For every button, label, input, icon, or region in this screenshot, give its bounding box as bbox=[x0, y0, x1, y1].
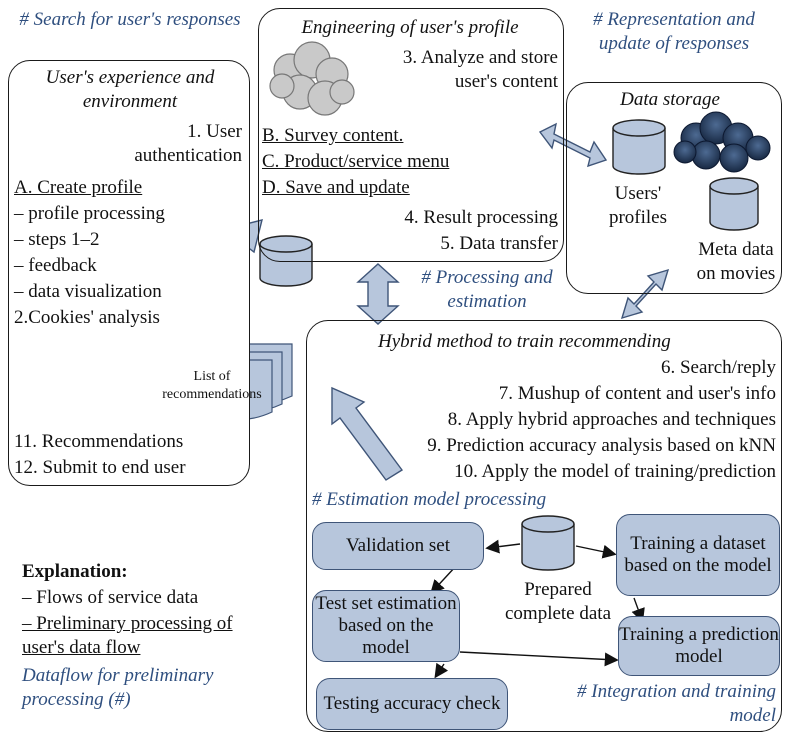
feedback-item: – feedback bbox=[14, 255, 97, 276]
step-5-data-transfer: 5. Data transfer bbox=[440, 233, 558, 254]
arrow-validation-to-test bbox=[430, 565, 457, 595]
meta-data-database-icon bbox=[709, 177, 759, 231]
step-6-search-reply: 6. Search/reply bbox=[660, 357, 776, 378]
validation-set-box: Validation set bbox=[312, 522, 484, 570]
step-1-user-authentication: 1. User authentication bbox=[134, 121, 242, 166]
testing-accuracy-box: Testing accuracy check bbox=[316, 678, 508, 730]
step-11-recommendations: 11. Recommendations bbox=[14, 431, 184, 452]
training-dataset-text: Training a dataset based on the model bbox=[624, 533, 772, 576]
testing-accuracy-text: Testing accuracy check bbox=[323, 693, 501, 714]
users-profiles-label: Users' profiles bbox=[608, 183, 668, 228]
step-12-submit: 12. Submit to end user bbox=[14, 457, 186, 478]
data-visualization-item: – data visualization bbox=[14, 281, 162, 302]
step-4-result-processing: 4. Result processing bbox=[404, 207, 558, 228]
step-9-prediction-accuracy: 9. Prediction accuracy analysis based on… bbox=[427, 435, 776, 456]
profile-engineering-box bbox=[258, 8, 564, 262]
user-experience-box bbox=[8, 60, 250, 486]
validation-set-text: Validation set bbox=[346, 535, 450, 556]
cloud-icon bbox=[269, 41, 355, 116]
storm-cloud-icon bbox=[673, 111, 771, 173]
storage-box-title: Data storage bbox=[620, 89, 720, 110]
create-profile-item: A. Create profile bbox=[14, 177, 143, 198]
arrow-hybrid-to-list bbox=[331, 386, 404, 481]
product-service-menu-item: C. Product/service menu bbox=[262, 151, 450, 172]
users-profiles-database-icon bbox=[612, 119, 666, 175]
training-prediction-model-box: Training a prediction model bbox=[618, 616, 780, 676]
training-dataset-box: Training a dataset based on the model bbox=[616, 514, 780, 596]
profile-processing-item: – profile processing bbox=[14, 203, 165, 224]
prepared-data-label: Prepared complete data bbox=[504, 579, 612, 624]
step-8-hybrid-approaches: 8. Apply hybrid approaches and technique… bbox=[447, 409, 776, 430]
steps-item: – steps 1–2 bbox=[14, 229, 100, 250]
integration-training-label: # Integration and training model bbox=[577, 681, 776, 726]
hybrid-method-box bbox=[306, 320, 782, 732]
arrow-data-to-training bbox=[575, 544, 617, 559]
representation-label: # Representation and update of responses bbox=[593, 9, 755, 54]
save-and-update-item: D. Save and update bbox=[262, 177, 410, 198]
explanation-dataflow: Dataflow for preliminary processing (#) bbox=[22, 665, 214, 710]
search-responses-label: # Search for user's responses bbox=[19, 9, 241, 30]
arrow-test-to-model bbox=[459, 651, 619, 667]
meta-data-label: Meta data on movies bbox=[696, 239, 776, 284]
arrow-test-to-accuracy bbox=[434, 662, 449, 679]
arrow-data-to-validation bbox=[485, 539, 521, 554]
user-box-title: User's experience and environment bbox=[45, 67, 215, 112]
test-set-text: Test set estimation based on the model bbox=[315, 593, 457, 658]
explanation-service-data: – Flows of service data bbox=[22, 587, 199, 608]
hybrid-box-title: Hybrid method to train recommending bbox=[378, 331, 671, 352]
arrow-profile-hybrid bbox=[356, 263, 400, 325]
data-storage-box bbox=[566, 82, 782, 294]
arrow-profile-storage bbox=[538, 122, 608, 168]
explanation-title: Explanation: bbox=[22, 561, 128, 582]
profile-box-title: Engineering of user's profile bbox=[301, 17, 519, 38]
processing-estimation-label: # Processing and estimation bbox=[421, 267, 553, 312]
step-3-analyze: 3. Analyze and store user's content bbox=[402, 47, 558, 92]
arrow-storage-hybrid bbox=[620, 268, 670, 320]
prepared-data-database-icon bbox=[521, 515, 575, 571]
test-set-box: Test set estimation based on the model bbox=[312, 590, 460, 662]
explanation-preliminary-processing: – Preliminary processing of user's data … bbox=[22, 613, 233, 658]
step-7-mushup: 7. Mushup of content and user's info bbox=[498, 383, 776, 404]
training-model-text: Training a prediction model bbox=[619, 624, 779, 667]
estimation-model-label: # Estimation model processing bbox=[312, 489, 547, 510]
cookies-analysis-item: 2.Cookies' analysis bbox=[14, 307, 160, 328]
step-10-apply-model: 10. Apply the model of training/predicti… bbox=[454, 461, 776, 482]
survey-content-item: B. Survey content. bbox=[262, 125, 404, 146]
list-of-recommendations-text: List of recommendations bbox=[162, 369, 262, 402]
